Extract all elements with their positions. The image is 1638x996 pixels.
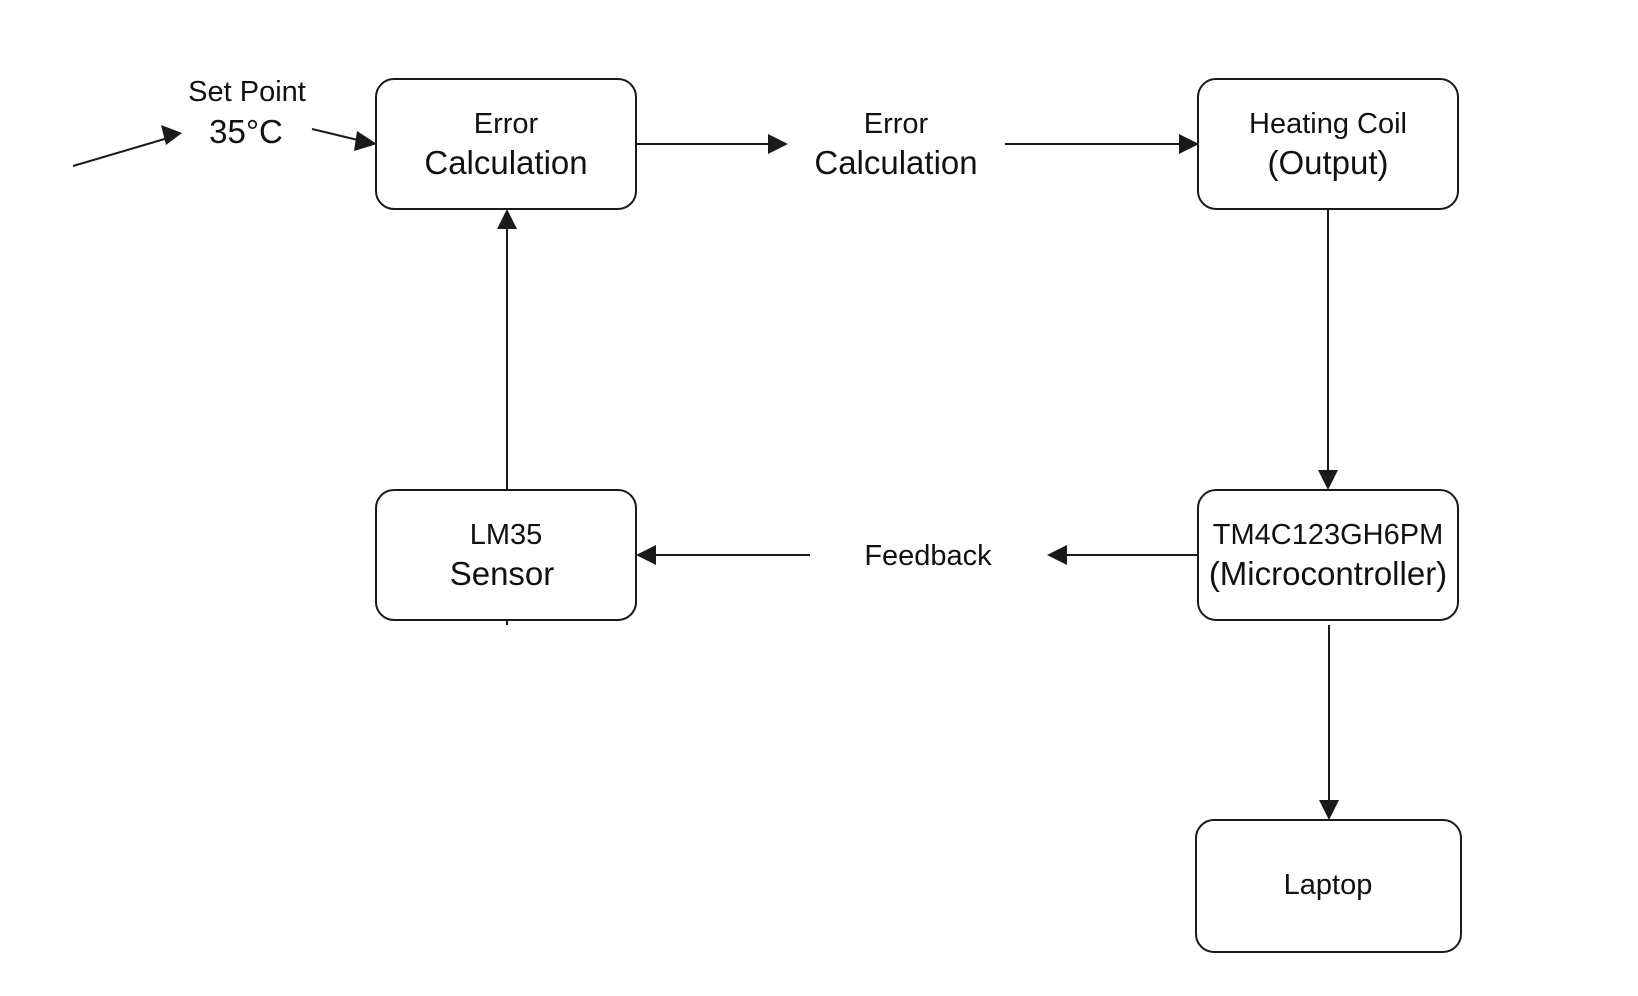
label-error-signal: Error Calculation: [814, 108, 977, 181]
node-heating-coil-line1: Heating Coil: [1249, 108, 1407, 140]
node-microcontroller[interactable]: TM4C123GH6PM (Microcontroller): [1197, 489, 1459, 621]
node-error-calculation-line2: Calculation: [424, 144, 587, 181]
label-error-signal-line2: Calculation: [814, 144, 977, 181]
label-feedback-line1: Feedback: [864, 540, 992, 572]
node-lm35-sensor[interactable]: LM35 Sensor: [375, 489, 637, 621]
label-feedback: Feedback: [864, 540, 992, 572]
edge-heating-coil-to-microcontroller: [1318, 209, 1338, 490]
edge-error-calculation-to-error-signal: [636, 134, 788, 154]
node-error-calculation-line1: Error: [474, 108, 539, 140]
node-heating-coil-line2: (Output): [1267, 144, 1388, 181]
node-error-calculation[interactable]: Error Calculation: [375, 78, 637, 210]
edge-error-signal-to-heating-coil: [1005, 134, 1199, 154]
edge-microcontroller-to-laptop: [1319, 625, 1339, 820]
node-lm35-sensor-line1: LM35: [470, 519, 543, 551]
node-laptop[interactable]: Laptop: [1195, 819, 1462, 953]
label-set-point-line2: 35°C: [209, 113, 283, 150]
node-microcontroller-line2: (Microcontroller): [1209, 555, 1447, 592]
node-heating-coil[interactable]: Heating Coil (Output): [1197, 78, 1459, 210]
edge-lm35-sensor-to-error-calculation: [497, 209, 517, 625]
label-set-point: Set Point 35°C: [188, 76, 306, 150]
edge-feedback-to-lm35-sensor: [636, 545, 810, 565]
node-laptop-line1: Laptop: [1284, 869, 1373, 901]
edge-input-to-set-point: [72, 125, 182, 167]
node-lm35-sensor-line2: Sensor: [450, 555, 555, 592]
label-error-signal-line1: Error: [864, 108, 929, 140]
node-microcontroller-line1: TM4C123GH6PM: [1213, 519, 1443, 551]
edge-microcontroller-to-feedback: [1047, 545, 1198, 565]
label-set-point-line1: Set Point: [188, 76, 306, 108]
edge-set-point-to-error-calculation: [311, 128, 377, 151]
